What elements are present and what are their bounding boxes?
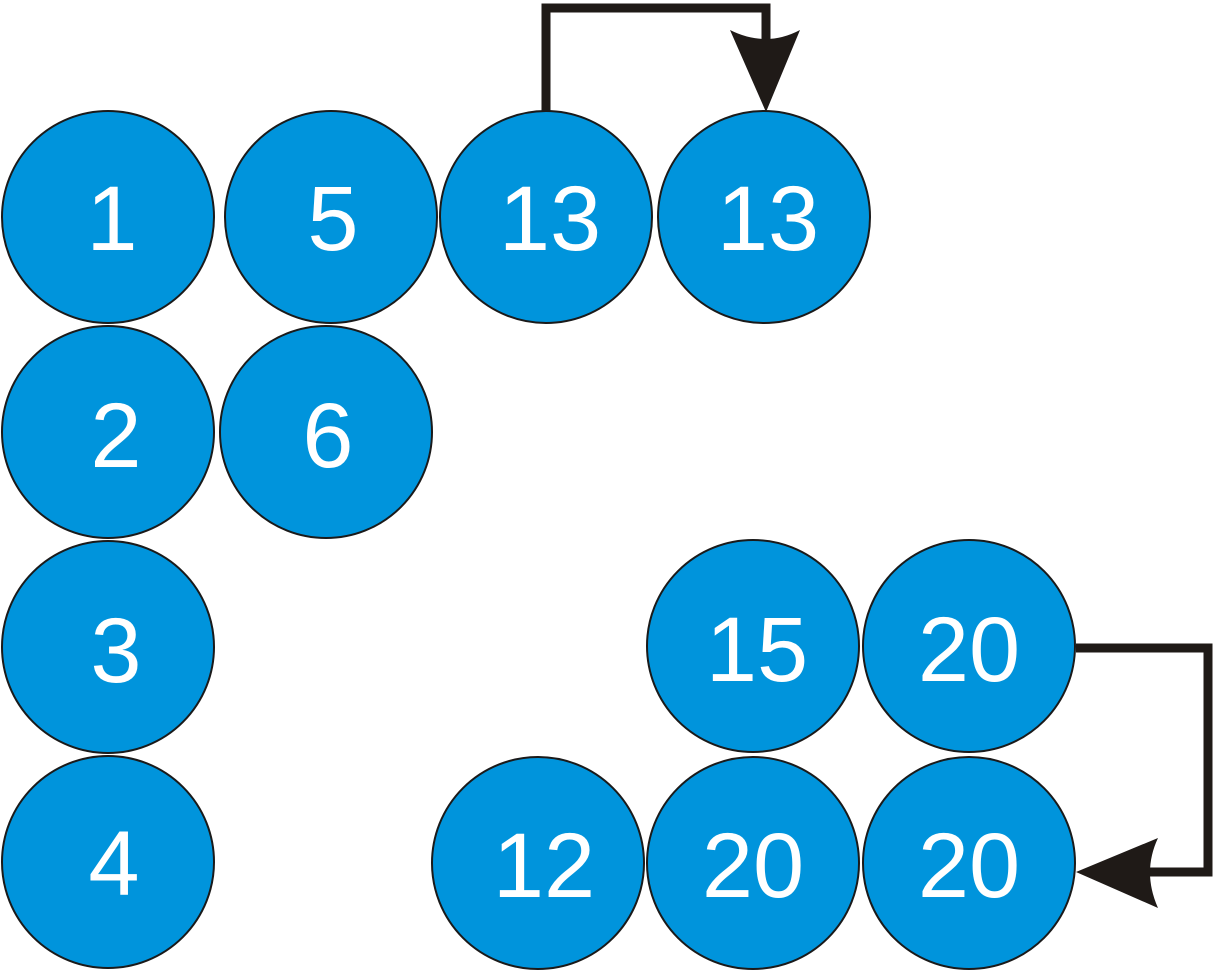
node-15: 15: [646, 539, 860, 753]
node-20-c: 20: [862, 756, 1076, 970]
node-20-b: 20: [646, 756, 860, 970]
node-13-a: 13: [439, 110, 653, 324]
node-label: 20: [918, 815, 1020, 917]
arrowhead-left-icon: [1076, 838, 1158, 908]
node-label: 6: [302, 385, 353, 487]
node-label: 5: [307, 168, 358, 270]
node-label: 4: [88, 813, 139, 915]
node-5: 5: [224, 110, 438, 324]
node-20-a: 20: [862, 539, 1076, 753]
node-4: 4: [1, 755, 215, 969]
node-2: 2: [1, 325, 215, 539]
node-1: 1: [1, 110, 215, 324]
arrowhead-down-icon: [730, 30, 800, 112]
node-3: 3: [1, 540, 215, 754]
node-label: 1: [86, 168, 137, 270]
connector-20-to-20: [1076, 643, 1213, 908]
node-label: 13: [717, 168, 819, 270]
node-12: 12: [431, 756, 645, 970]
node-6: 6: [219, 325, 433, 539]
node-label: 2: [90, 385, 141, 487]
connector-13-to-13: [541, 3, 800, 112]
node-label: 12: [493, 815, 595, 917]
node-13-b: 13: [657, 110, 871, 324]
node-label: 3: [90, 600, 141, 702]
node-label: 20: [918, 599, 1020, 701]
node-label: 20: [702, 815, 804, 917]
node-label: 13: [499, 168, 601, 270]
node-label: 15: [706, 599, 808, 701]
